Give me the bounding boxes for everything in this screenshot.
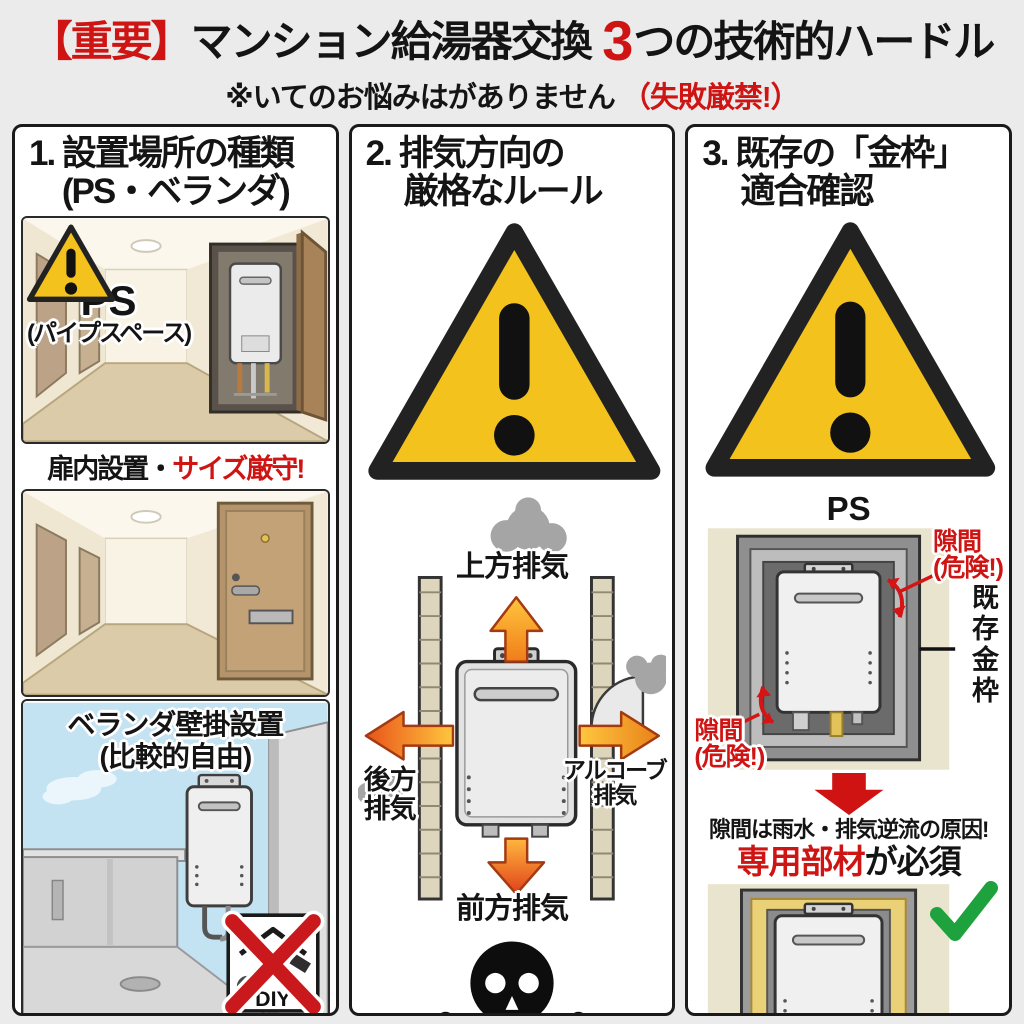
check-mark-icon — [930, 880, 999, 941]
three-columns: 1. 設置場所の種類 (PS・ベランダ) — [0, 116, 1024, 1016]
subtitle-warning: （失敗厳禁!） — [621, 81, 800, 114]
panel-1-heading: 1. 設置場所の種類 (PS・ベランダ) — [29, 133, 295, 212]
door-installation-caption: 扉内設置・サイズ厳守! — [47, 453, 305, 484]
down-arrow — [487, 837, 545, 895]
diy-prohibited-icon: DIY — [220, 905, 326, 1013]
illustration-adapter-frame — [694, 880, 1003, 1013]
ps-label: PS — [826, 489, 871, 527]
existing-frame-art — [708, 527, 956, 770]
gap-danger-note-top: 隙間 (危険!) — [933, 527, 1004, 582]
panel-2-warning: (命に関わる!) — [358, 216, 672, 492]
left-arrow — [364, 710, 454, 761]
subtitle: ※いてのお悩みはがありません （失敗厳禁!） — [0, 74, 1024, 116]
up-arrow — [489, 595, 543, 663]
warning-triangle-icon — [705, 221, 996, 477]
label-alcove-exhaust: アルコーブ 排気 — [562, 756, 668, 808]
illustration-balcony: ベランダ壁掛設置 (比較的自由) DIY — [21, 698, 330, 1013]
skull-crossbones-icon — [358, 935, 667, 1013]
label-top-exhaust: 上方排気 — [456, 550, 569, 583]
label-front-exhaust: 前方排気 — [456, 892, 569, 925]
title-rest: つの技術的ハードル — [633, 18, 995, 65]
panel-3-heading: 3. 既存の「金枠」 適合確認 — [702, 133, 968, 212]
title-tag: 【重要】 — [30, 18, 193, 65]
exhaust-diagram-art — [357, 497, 667, 901]
page-title: 【重要】マンション給湯器交換 3つの技術的ハードル — [0, 10, 1024, 72]
balcony-caption: ベランダ壁掛設置 (比較的自由) — [67, 708, 284, 772]
right-arrow — [578, 710, 660, 761]
gap-danger-note-bottom: 隙間 (危険!) — [694, 717, 765, 772]
smoke-cloud-right — [625, 654, 667, 694]
title-number: 3 — [602, 9, 633, 72]
red-down-arrow-icon — [694, 772, 1003, 815]
panel-3-warning: (パズルの難関) — [694, 216, 1009, 488]
illustration-ps-hallway: PS (パイプスペース) — [21, 215, 330, 444]
panel-3-frame-compatibility: 3. 既存の「金枠」 適合確認 (パズルの難関) PS — [685, 123, 1013, 1016]
hallway-closed-door-art — [23, 491, 328, 695]
adapter-frame-art — [708, 883, 950, 1013]
existing-frame-label: 既存金枠 — [968, 582, 999, 707]
panel-1-installation-location: 1. 設置場所の種類 (PS・ベランダ) — [12, 123, 339, 1016]
warning-triangle-icon — [368, 222, 660, 480]
illustration-existing-frame: 隙間 (危険!) 隙間 (危険!) 既存金枠 — [694, 527, 1004, 772]
header: 【重要】マンション給湯器交換 3つの技術的ハードル ※いてのお悩みはがありません… — [0, 0, 1024, 116]
illustration-closed-door-hallway — [21, 488, 330, 697]
panel-2-exhaust-direction: 2. 排気方向の 厳格なルール (命に関わる!) — [348, 123, 676, 1016]
exhaust-direction-diagram: 上方排気 後方 排気 アルコーブ 排気 前方排気 — [357, 496, 668, 933]
subtitle-text: ※いてのお悩みはがありません — [225, 81, 615, 114]
gap-cause-text: 隙間は雨水・排気逆流の原因! 専用部材が必須 — [709, 816, 989, 880]
title-main: マンション給湯器交換 — [190, 18, 593, 65]
diy-label: DIY — [255, 986, 291, 1010]
balcony-art — [23, 702, 328, 1013]
smoke-cloud-left — [357, 768, 404, 805]
panel-2-heading: 2. 排気方向の 厳格なルール — [365, 133, 604, 212]
smoke-cloud-top — [490, 497, 567, 553]
label-rear-exhaust: 後方 排気 — [363, 764, 417, 824]
warning-triangle-icon — [25, 222, 117, 306]
